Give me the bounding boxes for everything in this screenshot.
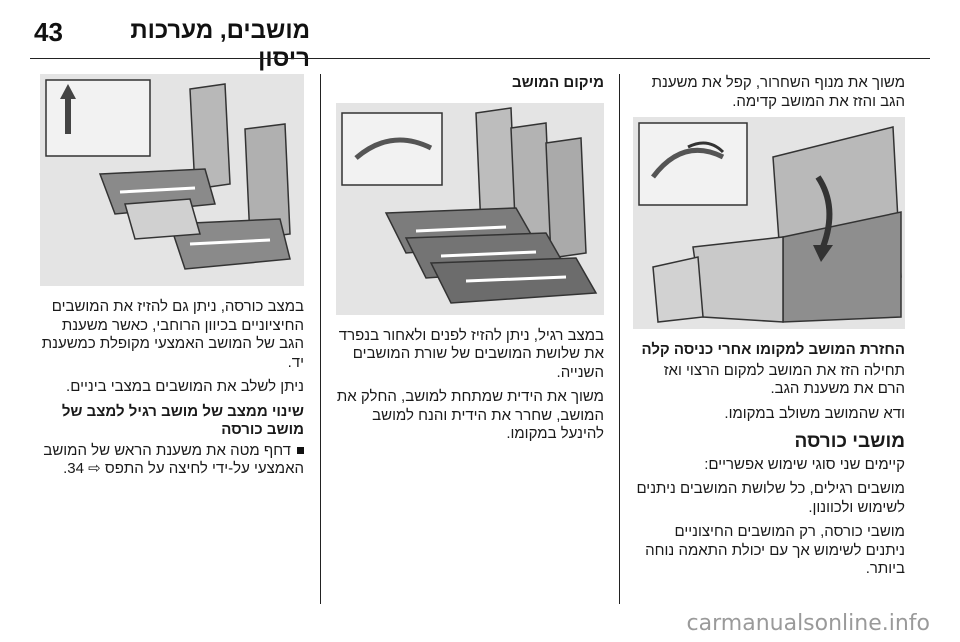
change-mode-heading: שינוי ממצב של מושב רגיל למצב של מושב כור… — [61, 402, 304, 439]
column-divider-left — [320, 74, 321, 604]
page-reference-icon: ⇨ — [88, 460, 101, 477]
bullet-square-icon — [297, 447, 304, 455]
header-divider — [30, 58, 930, 59]
page-header: 43 מושבים, מערכות ריסון — [0, 0, 960, 72]
seat-fold-illustration — [633, 117, 905, 329]
change-mode-step-text: דחף מטה את משענת הראש של המושב האמצעי על… — [43, 441, 304, 478]
left-column: במצב כורסה, ניתן גם להזיז את המושבים החי… — [40, 74, 304, 485]
return-seat-text: תחילה הזז את המושב למקום הרצוי ואז הרם א… — [663, 361, 905, 398]
seat-position-text: במצב רגיל, ניתן להזיז לפנים ולאחור בנפרד… — [338, 326, 604, 381]
page-number: 43 — [34, 17, 63, 47]
page-reference-number: 34. — [63, 460, 84, 477]
seat-position-text-2: משוך את הידית שמתחת למושב, החלק את המושב… — [336, 388, 604, 442]
armchair-mode-text: במצב כורסה, ניתן גם להזיז את המושבים החי… — [41, 298, 304, 371]
change-mode-step: דחף מטה את משענת הראש של המושב האמצעי על… — [40, 442, 304, 479]
column-divider-right — [619, 74, 620, 604]
armchair-seats-text: מושבי כורסה, רק המושבים החיצוניים ניתנים… — [645, 523, 905, 577]
seat-position-heading: מיקום המושב — [512, 74, 604, 91]
watermark: carmanualsonline.info — [686, 611, 930, 636]
armchair-mode-illustration — [40, 74, 304, 286]
regular-seats-text: מושבים רגילים, כל שלושת המושבים ניתנים ל… — [636, 480, 905, 516]
ensure-locked-text: ודא שהמושב משולב במקומו. — [724, 404, 905, 422]
middle-column: מיקום המושב במצב רגיל, ניתן להזיז לפנים … — [336, 74, 604, 450]
return-seat-heading: החזרת המושב למקומו אחרי כניסה קלה — [641, 341, 905, 358]
combine-positions-text: ניתן לשלב את המושבים במצבי ביניים. — [66, 378, 304, 395]
intro-text: משוך את מנוף השחרור, קפל את משענת הגב וה… — [651, 74, 905, 110]
seat-slide-illustration — [336, 102, 604, 315]
chapter-title: מושבים, מערכות ריסון — [130, 17, 310, 72]
armchair-seats-heading: מושבי כורסה — [794, 431, 905, 452]
seats-intro-text: קיימים שני סוגי שימוש אפשריים: — [704, 455, 905, 473]
right-column: משוך את מנוף השחרור, קפל את משענת הגב וה… — [633, 74, 905, 585]
